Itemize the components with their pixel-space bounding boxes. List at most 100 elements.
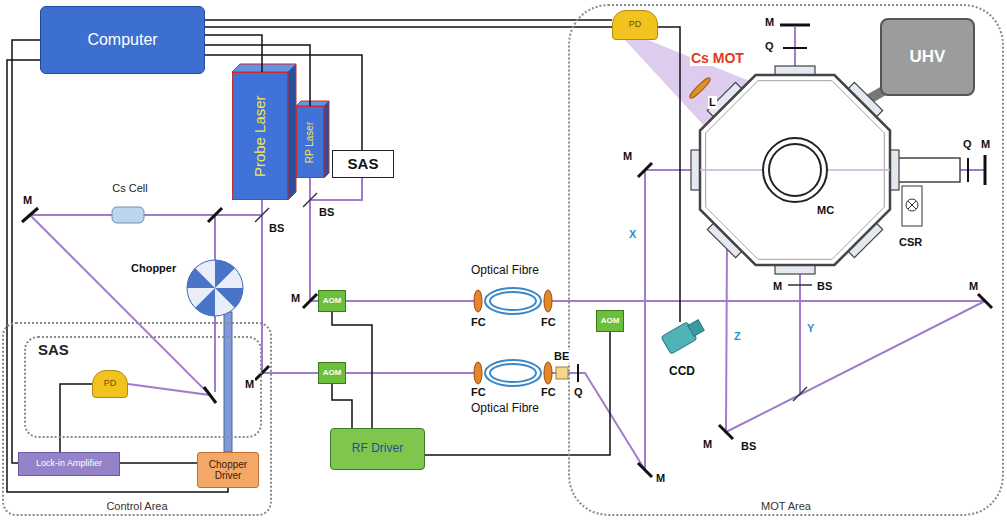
part-label: Q: [573, 386, 584, 399]
mirror: [719, 425, 733, 439]
part-label: M: [655, 472, 666, 485]
cs-cell: [112, 207, 144, 223]
fibre-coil: [490, 364, 536, 382]
signal-wire: [205, 35, 262, 72]
signal-wire: [120, 462, 197, 464]
fibre-coil: [485, 288, 541, 386]
part-label: FC: [540, 386, 557, 399]
mirror: [638, 163, 652, 177]
aom-box: AOM: [318, 290, 346, 312]
node-label: Probe Laser: [252, 95, 269, 177]
signal-wire: [7, 60, 228, 492]
laser-body: [232, 64, 329, 200]
fibre-coupler: [474, 362, 482, 384]
ccd-camera: [661, 320, 704, 354]
beam-splitter: [255, 208, 269, 222]
part-label: BS: [816, 280, 833, 293]
signal-wire: [12, 40, 40, 463]
part-label: BE: [553, 350, 570, 363]
aom-box: AOM: [318, 362, 346, 384]
laser-box: RP Laser: [296, 106, 324, 178]
signal-wire: [332, 384, 352, 428]
laser-body: [324, 101, 329, 178]
part-label: FC: [540, 316, 557, 329]
part-label: M: [772, 280, 783, 293]
mirror: [204, 387, 216, 403]
laser-beam: [310, 178, 478, 301]
node-label: RP Laser: [305, 121, 316, 163]
vacuum-pipe: [906, 199, 918, 211]
part-label: X: [628, 228, 637, 241]
node-label: PD: [104, 379, 117, 389]
part-label: Optical Fibre: [470, 264, 540, 278]
laser-beam: [30, 27, 985, 470]
node-label: PD: [629, 20, 642, 30]
mirror: [978, 294, 992, 308]
part-label: Y: [806, 322, 815, 335]
mirror: [638, 463, 652, 477]
chopper-wheel: [224, 312, 232, 452]
mirror: [22, 208, 38, 222]
node-label: AOM: [323, 297, 342, 306]
part-label: M: [290, 292, 301, 305]
node-label: CCD: [667, 365, 697, 378]
part-label: M: [702, 438, 713, 451]
waveplate: [578, 48, 968, 382]
ccd-camera: [688, 320, 704, 336]
signal-wire: [205, 19, 612, 21]
mot-chamber: [763, 138, 827, 202]
mot-chamber: [691, 66, 899, 274]
laser-beam: [548, 240, 985, 432]
part-label: FC: [470, 386, 487, 399]
area-region: MOT AreaPDUHVAOMCCD: [568, 4, 1004, 516]
mirror: [208, 208, 222, 222]
node-label: AOM: [601, 317, 620, 326]
part-label: BS: [318, 206, 335, 219]
laser-beam: [262, 200, 478, 373]
part-label: BS: [740, 440, 757, 453]
mirror: [22, 25, 992, 477]
signal-wire: [60, 384, 92, 452]
part-label: Chopper: [130, 262, 177, 275]
part-label: BS: [268, 222, 285, 235]
node-label: Lock-in Amplifier: [36, 459, 102, 469]
signal-wire: [205, 27, 680, 322]
aom-box: AOM: [596, 310, 624, 332]
beam-expander: [556, 367, 568, 379]
part-label: M: [244, 378, 255, 391]
node-label: Chopper Driver: [198, 459, 258, 481]
fibre-coupler: [544, 362, 552, 384]
node-label: SAS: [348, 156, 379, 173]
camera: CCD: [650, 322, 714, 378]
node-label: UHV: [910, 48, 946, 67]
laser-body: [288, 64, 296, 200]
part-label: MC: [816, 204, 835, 217]
fibre-coil: [490, 292, 536, 310]
mot-chamber: [769, 144, 821, 196]
part-label: Optical Fibre: [470, 402, 540, 416]
part-label: FC: [470, 316, 487, 329]
part-label: L: [708, 96, 717, 109]
beam-splitter: [788, 284, 812, 286]
waveplate: [577, 364, 579, 382]
part-label: M: [764, 16, 775, 29]
mirror: [255, 366, 269, 380]
mirror: [303, 294, 317, 308]
laser-body: [232, 64, 296, 72]
waveplate: [783, 47, 807, 49]
area-region: Control AreaSASPDLock-in AmplifierChoppe…: [2, 322, 272, 516]
photodiode: PD: [612, 10, 658, 40]
part-label: Z: [733, 330, 742, 343]
cs-cell: [112, 207, 144, 223]
vacuum-pipe: [908, 201, 916, 209]
node-label: RF Driver: [352, 442, 403, 455]
part-label: Q: [764, 40, 775, 53]
chopper-wheel: [187, 260, 243, 316]
part-label: M: [968, 280, 979, 293]
part-label: M: [622, 150, 633, 163]
laser-box: Probe Laser: [232, 72, 288, 200]
part-label: M: [980, 138, 991, 151]
fibre-coil: [485, 360, 541, 386]
